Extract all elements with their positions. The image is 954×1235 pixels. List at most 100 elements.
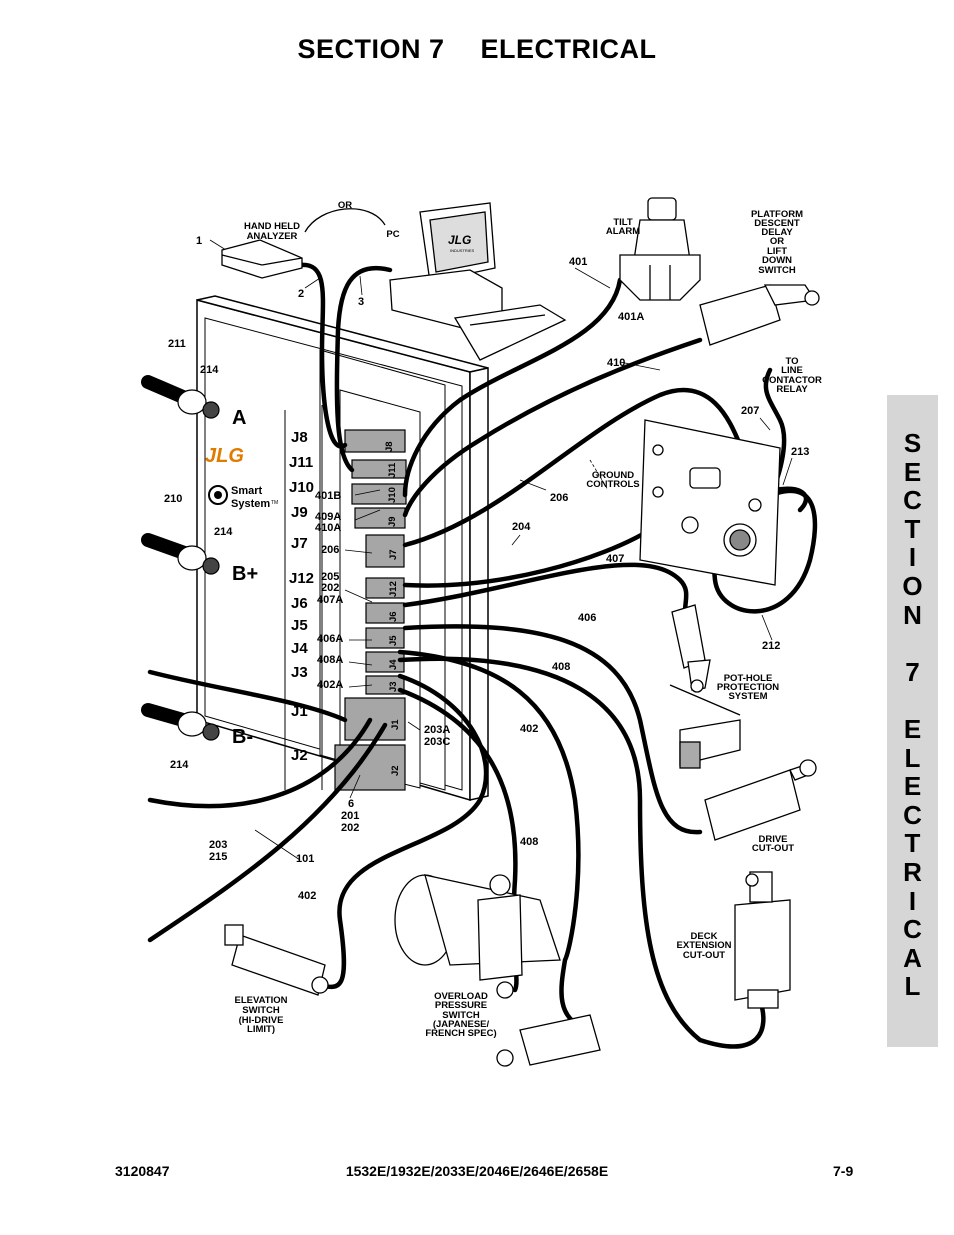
footer-models-text: 1532E/1932E/2033E/2046E/2646E/2658E	[345, 1163, 609, 1179]
side-tab-letter: S	[903, 428, 922, 458]
svg-text:J2: J2	[390, 765, 401, 776]
panel-label-j7: J7	[291, 535, 308, 552]
svg-text:213: 213	[791, 446, 809, 458]
svg-text:207: 207	[741, 405, 759, 417]
panel-label-j4: J4	[291, 640, 308, 657]
side-tab-letter: E	[903, 713, 922, 744]
svg-text:203A: 203A	[424, 724, 450, 736]
panel-j-labels: J8 J11 J10 J9 J7 J12 J6 J5 J4 J3 J1 J2	[289, 429, 314, 764]
terminal-label-b-minus: B-	[232, 726, 253, 748]
svg-text:CUT-OUT: CUT-OUT	[683, 950, 725, 961]
svg-text:CONTROLS: CONTROLS	[586, 479, 639, 490]
svg-text:TILT: TILT	[613, 217, 633, 228]
svg-text:408: 408	[520, 836, 538, 848]
svg-text:DECK: DECK	[691, 931, 718, 942]
deck-extension-switch	[734, 871, 791, 1009]
footer-doc-number: 3120847	[115, 1163, 170, 1179]
callout-numbers: 1 2 3 401 401A 410 207 213 211 214 210 2…	[164, 235, 809, 902]
side-tab-letter: E	[903, 771, 922, 802]
ground-controls-panel	[639, 419, 781, 586]
svg-text:214: 214	[214, 526, 233, 538]
svg-text:POT-HOLE: POT-HOLE	[724, 673, 773, 684]
svg-text:DELAY: DELAY	[761, 227, 793, 238]
svg-text:1: 1	[196, 235, 202, 247]
page-title: SECTION 7 ELECTRICAL	[0, 34, 954, 65]
svg-text:214: 214	[170, 759, 189, 771]
svg-text:PROTECTION: PROTECTION	[717, 682, 779, 693]
svg-text:EXTENSION: EXTENSION	[677, 940, 732, 951]
side-tab-letters: S E C T I O N 7 E L E C T R I C A L	[887, 429, 938, 1001]
svg-text:211: 211	[168, 338, 186, 350]
pc-logo-subtext: INDUSTRIES	[450, 248, 475, 253]
drive-cutout-switch	[704, 759, 817, 841]
svg-text:TO: TO	[785, 356, 798, 367]
panel-label-j11: J11	[289, 454, 313, 471]
svg-text:PLATFORM: PLATFORM	[751, 209, 803, 220]
svg-text:206: 206	[321, 544, 339, 556]
svg-text:402A: 402A	[317, 679, 343, 691]
svg-text:212: 212	[762, 640, 780, 652]
svg-text:210: 210	[164, 493, 182, 505]
pothole-switch	[669, 604, 741, 769]
side-tab-letter: R	[903, 856, 922, 887]
side-tab-letter: I	[908, 885, 917, 916]
platform-descent-switch	[699, 284, 820, 346]
svg-text:402: 402	[520, 723, 538, 735]
svg-text:2: 2	[298, 288, 304, 300]
svg-text:CUT-OUT: CUT-OUT	[752, 843, 794, 854]
side-tab-letter: C	[903, 914, 922, 945]
svg-text:LIFT: LIFT	[767, 246, 787, 257]
panel-label-j5: J5	[291, 617, 308, 634]
svg-text:206: 206	[550, 492, 568, 504]
terminal-label-b-plus: B+	[232, 563, 258, 585]
wire-harness	[147, 262, 818, 1049]
svg-text:LIMIT): LIMIT)	[247, 1024, 275, 1035]
terminal-label-a: A	[232, 407, 246, 429]
svg-text:408: 408	[552, 661, 570, 673]
svg-text:101: 101	[296, 853, 314, 865]
panel-label-j8: J8	[291, 429, 308, 446]
svg-text:J5: J5	[388, 635, 399, 646]
svg-text:401A: 401A	[618, 311, 644, 323]
svg-text:202: 202	[341, 822, 359, 834]
svg-text:401: 401	[569, 256, 587, 268]
svg-text:OR: OR	[338, 200, 352, 211]
smart-text: Smart	[231, 485, 263, 497]
svg-text:3: 3	[358, 296, 364, 308]
svg-text:406A: 406A	[317, 633, 343, 645]
svg-text:J6: J6	[388, 611, 399, 622]
hand-held-analyzer	[221, 239, 303, 279]
jlg-logo: JLG	[205, 445, 244, 467]
section-side-tab: S E C T I O N 7 E L E C T R I C A L	[887, 395, 938, 1047]
svg-text:J3: J3	[388, 681, 399, 692]
svg-text:J12: J12	[388, 581, 399, 597]
side-tab-letter: L	[904, 742, 921, 773]
side-tab-letter: E	[903, 456, 922, 487]
svg-text:205: 205	[321, 571, 339, 583]
svg-text:215: 215	[209, 851, 227, 863]
svg-text:SWITCH: SWITCH	[242, 1005, 280, 1016]
battery-terminals	[141, 375, 220, 741]
side-tab-letter: C	[903, 799, 922, 830]
svg-text:J10: J10	[387, 487, 398, 503]
svg-text:214: 214	[200, 364, 219, 376]
svg-text:RELAY: RELAY	[776, 384, 808, 395]
svg-text:401B: 401B	[315, 490, 341, 502]
svg-text:OR: OR	[770, 236, 784, 247]
side-tab-letter: O	[902, 570, 923, 601]
footer-page-number: 7-9	[833, 1163, 854, 1179]
svg-text:402: 402	[298, 890, 316, 902]
svg-text:202: 202	[321, 582, 339, 594]
or-arc	[304, 208, 386, 233]
svg-text:CONTACTOR: CONTACTOR	[762, 375, 822, 386]
callout-texts: HAND HELD ANALYZER OR PC TILT ALARM PLAT…	[235, 200, 823, 1039]
svg-text:GROUND: GROUND	[592, 470, 634, 481]
panel-label-j3: J3	[291, 664, 308, 681]
svg-text:204: 204	[512, 521, 531, 533]
svg-text:DOWN: DOWN	[762, 255, 792, 266]
svg-text:6: 6	[348, 798, 354, 810]
svg-text:PRESSURE: PRESSURE	[435, 1000, 487, 1011]
panel-label-j2: J2	[291, 747, 308, 764]
side-tab-letter: A	[903, 942, 922, 973]
svg-text:SYSTEM: SYSTEM	[728, 691, 767, 702]
